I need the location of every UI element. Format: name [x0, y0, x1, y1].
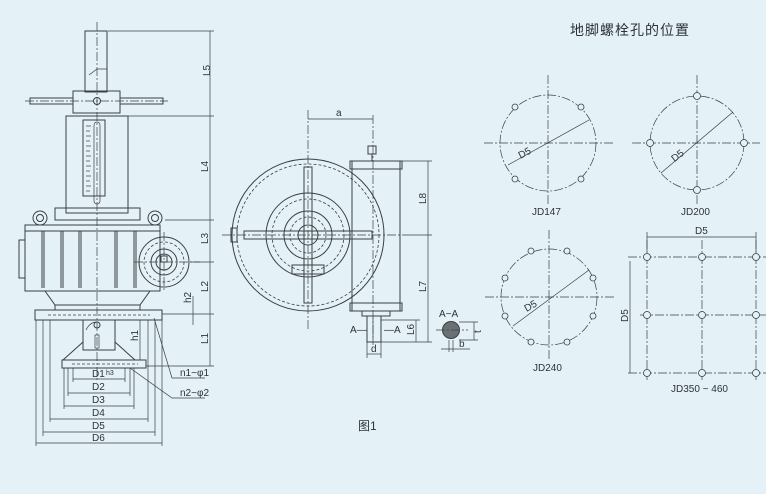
dim-l1: L1: [200, 332, 211, 344]
model-label-jd200: JD200: [681, 207, 710, 218]
hole-callout-n1: n1−φ1: [180, 368, 209, 379]
dim-d1: D1: [92, 369, 105, 380]
dim-d: d: [371, 344, 377, 355]
dim-d5-height: D5: [620, 309, 631, 322]
section-marker-right: —A: [384, 325, 401, 336]
model-label-jd240: JD240: [533, 363, 562, 374]
top-shaft: [84, 30, 108, 93]
dim-b: b: [459, 339, 465, 350]
dim-l2: L2: [200, 280, 211, 292]
hole-callout-n2: n2−φ2: [180, 388, 209, 399]
motor-body: [351, 160, 401, 312]
dim-h2: h2: [183, 291, 194, 303]
foot-plate: [61, 359, 147, 369]
dim-d5-jd200: D5: [670, 148, 687, 165]
dim-l3: L3: [200, 232, 211, 244]
dim-h3: h3: [106, 370, 114, 377]
bolt-layout-jd240: D5 JD240: [485, 230, 614, 374]
dim-t: t: [473, 330, 484, 333]
dim-d6: D6: [92, 433, 105, 444]
dim-h1: h1: [130, 329, 141, 341]
handwheel-hub: [72, 90, 121, 114]
dim-d5: D5: [92, 421, 105, 432]
dim-l7: L7: [418, 280, 429, 292]
bolt-layout-jd147: D5 JD147: [484, 75, 613, 218]
top-view: a L8 L7 L6 A— —A d A−A: [222, 108, 484, 433]
dim-l6: L6: [406, 323, 417, 335]
motor-flange: [134, 232, 200, 292]
section-marker-left: A—: [350, 325, 367, 336]
dim-d5-jd240: D5: [523, 298, 540, 314]
dim-a: a: [336, 108, 342, 119]
dim-d3: D3: [92, 395, 105, 406]
lifting-eye-right: [147, 210, 163, 226]
column-housing: [65, 115, 129, 214]
lifting-eye-left: [32, 210, 48, 226]
top-knob: [367, 145, 377, 155]
bolt-layout-jd200: D5 JD200: [632, 75, 760, 218]
model-label-jd350-460: JD350 ~ 460: [671, 384, 728, 395]
dim-d4: D4: [92, 408, 105, 419]
bolt-layout-title: 地脚螺栓孔的位置: [570, 22, 690, 38]
dim-d2: D2: [92, 382, 105, 393]
side-elevation: D1 h3 D2 D3 D4 D5 D6 L5 L4 L3 L2 L1 h2 h…: [18, 22, 214, 446]
dim-l8: L8: [418, 192, 429, 204]
dim-d5-jd147: D5: [517, 146, 534, 162]
figure-caption: 图1: [358, 419, 377, 433]
bolt-layout-jd350-460: D5 D5 JD350 ~ 460: [620, 226, 766, 395]
dim-l5: L5: [202, 64, 213, 76]
dim-d5-width: D5: [695, 226, 708, 237]
model-label-jd147: JD147: [532, 207, 561, 218]
section-title: A−A: [439, 309, 459, 320]
dim-l4: L4: [200, 160, 211, 172]
output-shaft: [366, 315, 382, 343]
